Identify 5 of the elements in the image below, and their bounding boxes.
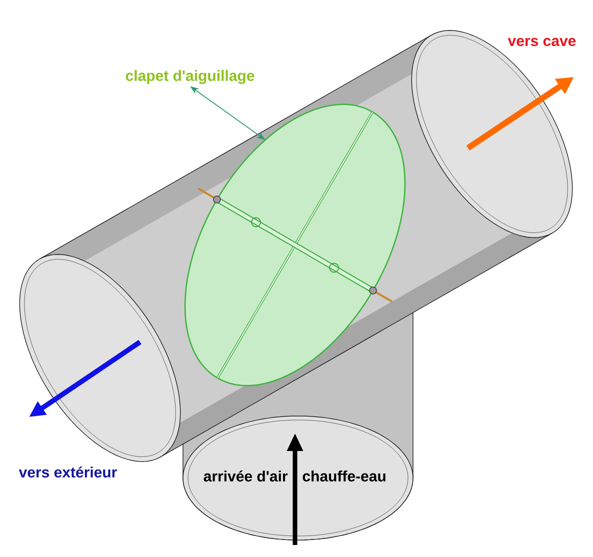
flow-label: vers cave (508, 38, 576, 46)
flow-label: vers extérieur (18, 466, 117, 478)
flow-label: arrivée d'air (204, 470, 288, 482)
callout-label: clapet d'aiguillage (126, 70, 254, 84)
flow-label: chauffe-eau (302, 470, 386, 482)
